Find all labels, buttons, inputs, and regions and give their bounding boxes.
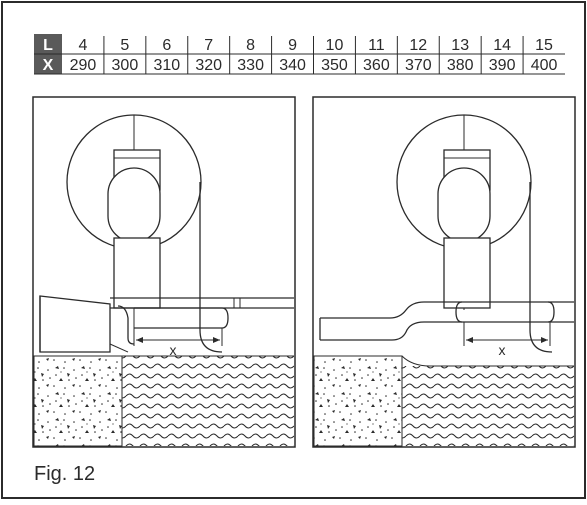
table-cell-x: 330 — [237, 57, 264, 74]
table-cell-l: 6 — [162, 37, 171, 54]
table-cell-x: 320 — [195, 57, 222, 74]
arrow-right-end — [541, 337, 548, 343]
table-cell-x: 310 — [153, 57, 180, 74]
panel-left-border — [32, 96, 296, 448]
concrete-base-right — [314, 356, 402, 446]
table-cell-l: 10 — [326, 37, 344, 54]
concrete-base-left — [34, 356, 122, 446]
table-cell-x: 400 — [531, 57, 558, 74]
nozzle-left — [39, 295, 111, 353]
table-cell-l: 7 — [204, 37, 213, 54]
l-header-cell — [34, 34, 62, 54]
panel-right-border — [312, 96, 576, 448]
arrow-right-start — [466, 337, 473, 343]
pipe-upper-right — [320, 301, 574, 319]
x-header-label: X — [43, 57, 54, 74]
table-cell-l: 9 — [288, 37, 297, 54]
table-cell-x: 290 — [70, 57, 97, 74]
dimension-table: L X 4 290 5 300 6 310 7 320 8 330 9 340 10 350 11 360 12… — [34, 34, 565, 75]
figure-caption: Fig. 12 — [34, 463, 95, 485]
water-hatch-left — [122, 356, 294, 446]
table-cell-x: 300 — [112, 57, 139, 74]
table-cell-l: 5 — [120, 37, 129, 54]
guide-line-right — [529, 182, 553, 353]
diagram-panel-right: x — [312, 96, 576, 448]
table-cell-l: 11 — [368, 37, 385, 54]
diagram-panel-left: x — [32, 96, 296, 448]
arrow-left-end — [213, 337, 220, 343]
x-header-cell — [34, 54, 62, 74]
table-cell-l: 15 — [535, 37, 553, 54]
table-cell-l: 14 — [493, 37, 511, 54]
table-cell-x: 350 — [321, 57, 348, 74]
table-cell-x: 390 — [489, 57, 516, 74]
table-cell-x: 380 — [447, 57, 474, 74]
pipe-lower-right — [320, 321, 574, 341]
table-cell-l: 8 — [246, 37, 255, 54]
water-hatch-right — [402, 366, 574, 446]
arrow-left-start — [136, 337, 143, 343]
table-cell-x: 360 — [363, 57, 390, 74]
stem-right — [443, 237, 491, 309]
dimension-label-right: x — [499, 342, 506, 358]
dimension-label-left: x — [170, 342, 177, 358]
guide-line-left — [199, 182, 223, 353]
table-cell-x: 370 — [405, 57, 432, 74]
l-header-label: L — [43, 37, 53, 54]
table-cell-l: 12 — [409, 37, 427, 54]
table-cell-l: 4 — [79, 37, 88, 54]
drum-right — [437, 167, 491, 243]
table-cell-l: 13 — [451, 37, 469, 54]
table-cell-x: 340 — [279, 57, 306, 74]
drum-left — [107, 167, 161, 243]
